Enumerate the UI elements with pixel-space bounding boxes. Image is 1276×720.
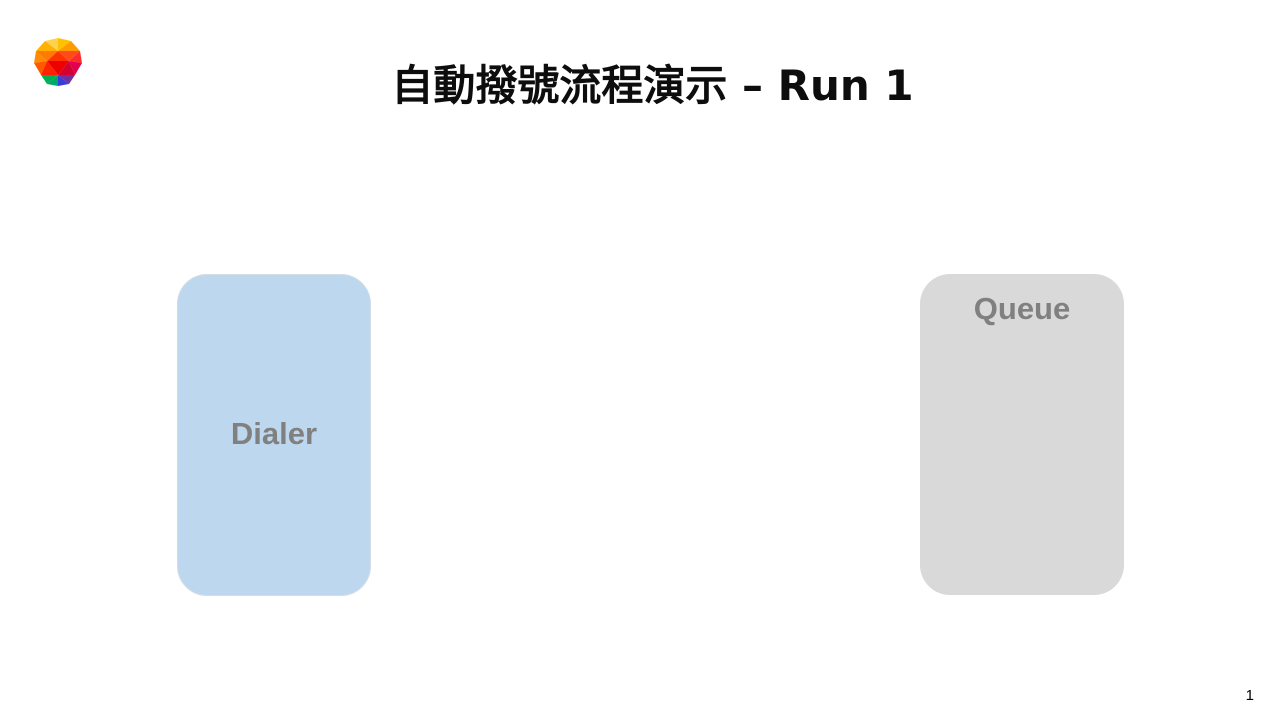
- geodesic-sphere-icon: [34, 38, 82, 86]
- page-number: 1: [1245, 687, 1254, 704]
- dialer-node: Dialer: [177, 274, 371, 596]
- queue-label: Queue: [973, 291, 1071, 326]
- logo-icon: [33, 37, 83, 87]
- queue-node: Queue: [920, 274, 1124, 595]
- slide-title: 自動撥號流程演示 – Run 1: [391, 61, 914, 110]
- dialer-label: Dialer: [230, 416, 318, 451]
